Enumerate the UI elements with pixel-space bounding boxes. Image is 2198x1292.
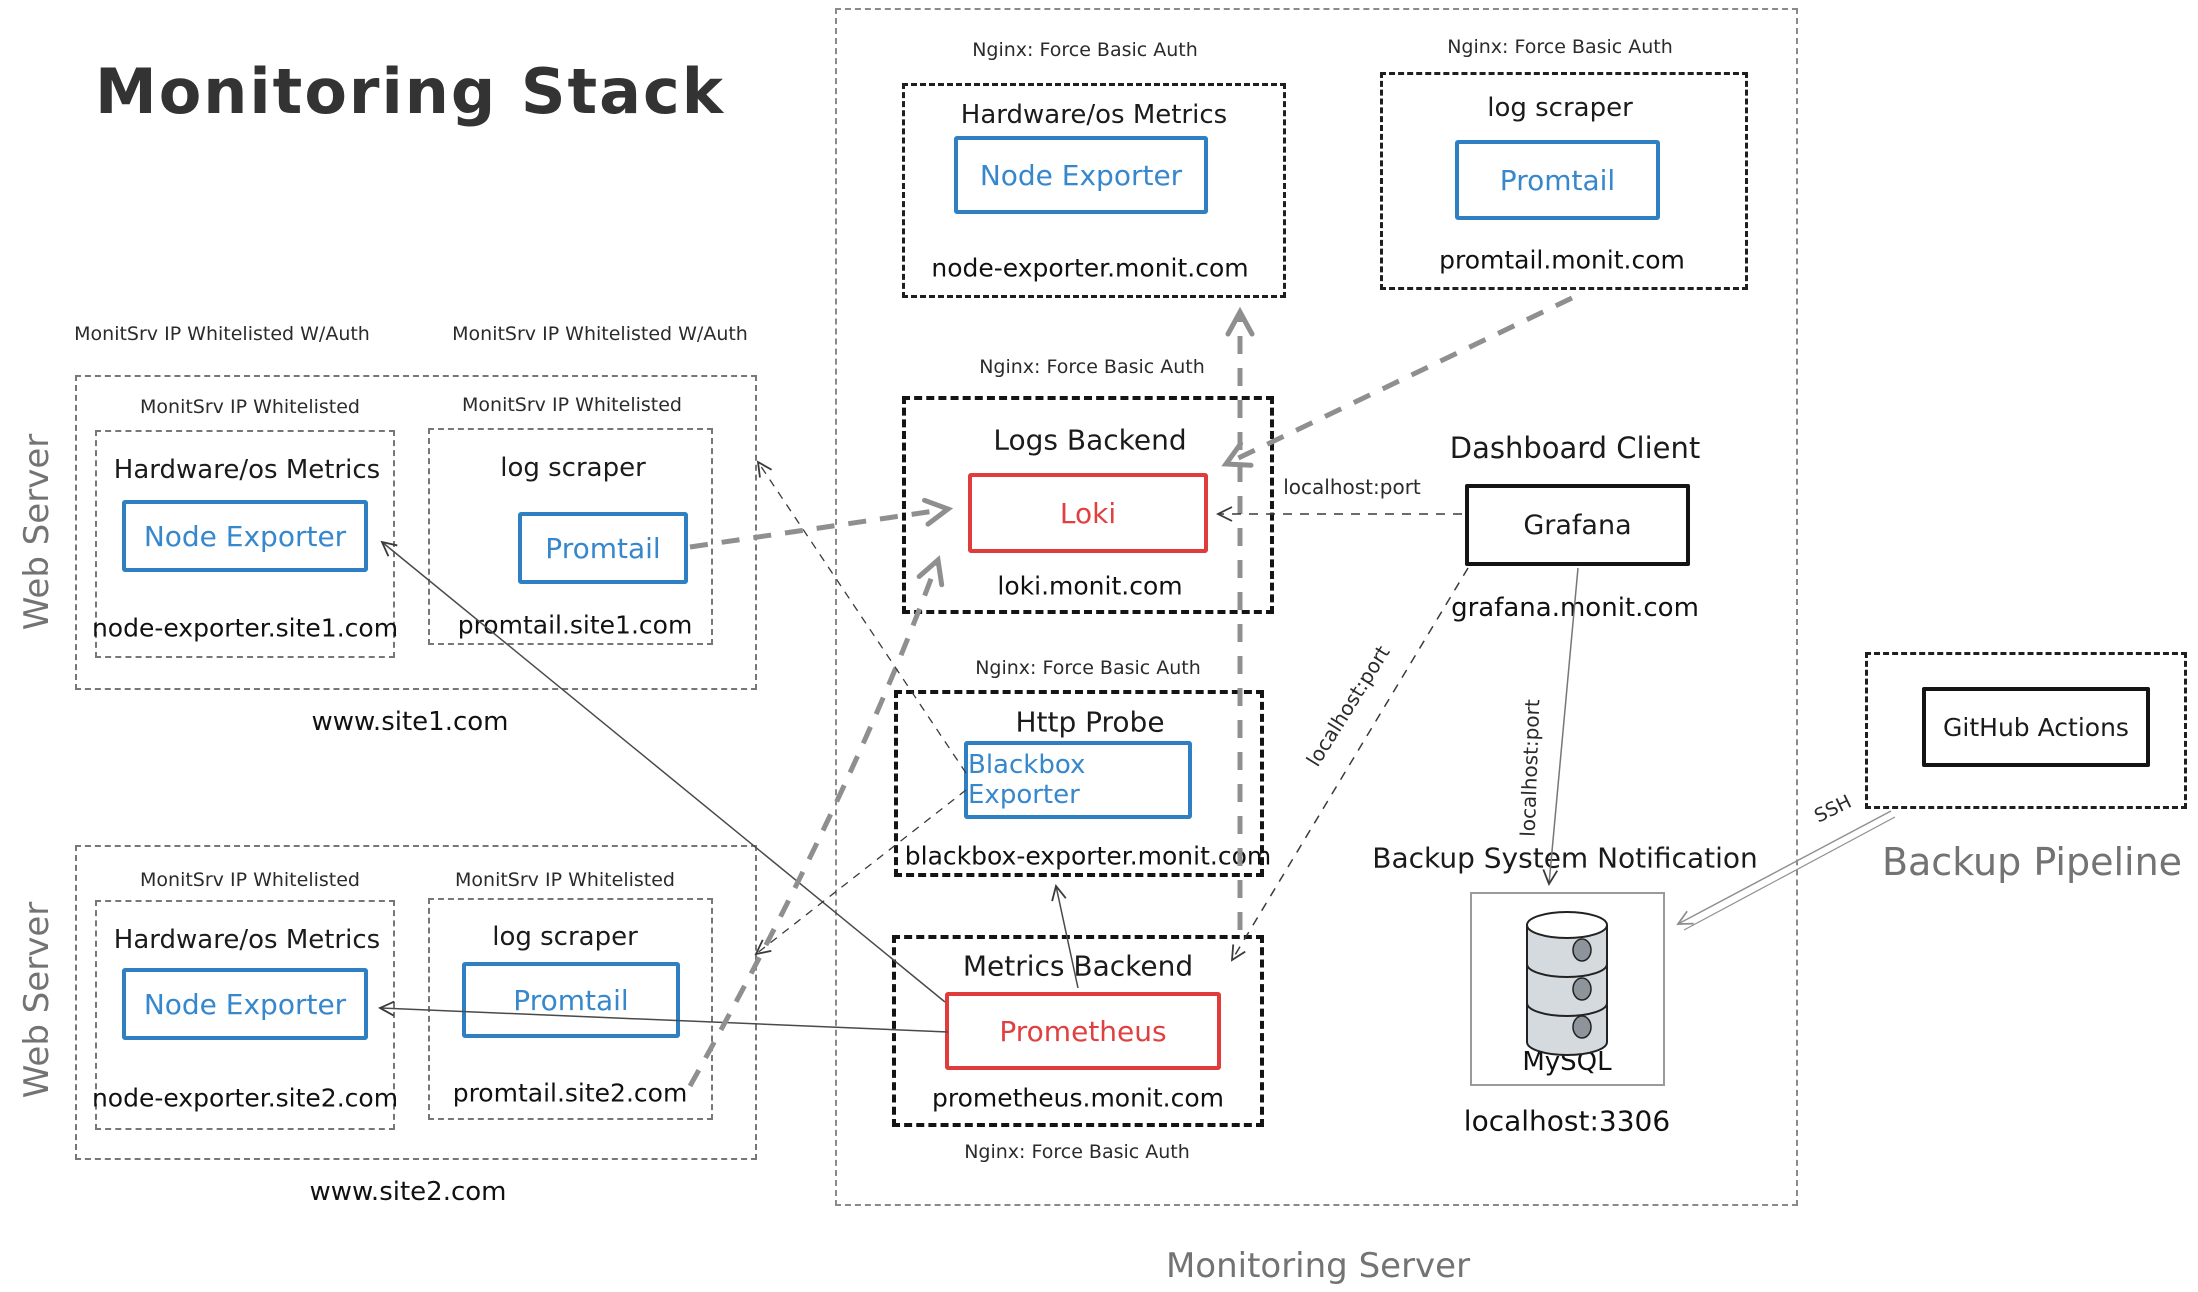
promtail-site2-label: Promtail [513, 983, 629, 1017]
domain-promtail-monit: promtail.monit.com [1439, 245, 1685, 275]
role-logs-backend: Logs Backend [993, 423, 1187, 457]
backup-pipeline-label: Backup Pipeline [1881, 840, 2183, 884]
node-exporter-site1-label: Node Exporter [143, 519, 347, 553]
auth-label-site1-node: MonitSrv IP Whitelisted W/Auth [74, 323, 370, 345]
node-box-promtail-monit: Promtail [1455, 140, 1660, 220]
node-box-promtail-site2: Promtail [462, 962, 680, 1038]
role-monit-promtail: log scraper [1487, 93, 1633, 123]
auth-label-loki: Nginx: Force Basic Auth [979, 356, 1205, 378]
domain-promtail-site1: promtail.site1.com [457, 610, 693, 640]
edge-label-grafana-mysql: localhost:port [1515, 698, 1545, 838]
node-box-promtail-site1: Promtail [518, 512, 688, 584]
mysql-address: localhost:3306 [1463, 1104, 1671, 1138]
domain-node-exporter-monit: node-exporter.monit.com [931, 253, 1249, 283]
domain-blackbox-exporter: blackbox-exporter.monit.com [904, 841, 1272, 871]
auth-label-site1-promtail: MonitSrv IP Whitelisted W/Auth [452, 323, 748, 345]
loki-label: Loki [1059, 496, 1117, 530]
monitoring-server-label: Monitoring Server [1165, 1246, 1471, 1286]
auth-label-blackbox: Nginx: Force Basic Auth [975, 657, 1201, 679]
page-title: Monitoring Stack [95, 55, 725, 128]
whitelist-label-site2-promtail: MonitSrv IP Whitelisted [455, 869, 675, 891]
node-box-node-exporter-monit: Node Exporter [954, 136, 1208, 214]
site-domain-site2: www.site2.com [309, 1177, 507, 1207]
node-box-prometheus: Prometheus [945, 992, 1221, 1070]
node-exporter-site2-label: Node Exporter [143, 987, 347, 1021]
role-site1-node: Hardware/os Metrics [113, 455, 381, 485]
role-http-probe: Http Probe [1015, 705, 1165, 739]
domain-prometheus: prometheus.monit.com [931, 1083, 1225, 1113]
edge-label-ssh: SSH [1810, 790, 1856, 828]
domain-promtail-site2: promtail.site2.com [452, 1078, 688, 1108]
backup-system-title: Backup System Notification [1372, 841, 1758, 875]
grafana-label: Grafana [1523, 509, 1632, 541]
node-box-grafana: Grafana [1465, 484, 1690, 566]
web-server-label-site2: Web Server [17, 901, 57, 1099]
auth-label-monit-node: Nginx: Force Basic Auth [972, 39, 1198, 61]
dashboard-client-title: Dashboard Client [1449, 431, 1701, 465]
role-site2-promtail: log scraper [492, 922, 638, 952]
promtail-site1-label: Promtail [545, 531, 661, 565]
node-box-mysql [1470, 892, 1665, 1086]
auth-label-monit-promtail: Nginx: Force Basic Auth [1447, 36, 1673, 58]
node-exporter-monit-label: Node Exporter [979, 158, 1183, 192]
domain-loki: loki.monit.com [997, 571, 1183, 601]
domain-node-exporter-site1: node-exporter.site1.com [91, 613, 399, 643]
node-box-github-actions: GitHub Actions [1922, 687, 2150, 767]
domain-node-exporter-site2: node-exporter.site2.com [91, 1083, 399, 1113]
node-box-node-exporter-site2: Node Exporter [122, 968, 368, 1040]
edge-label-grafana-loki: localhost:port [1283, 475, 1421, 499]
web-server-label-site1: Web Server [17, 433, 57, 631]
site-domain-site1: www.site1.com [311, 707, 509, 737]
mysql-label: MySQL [1522, 1047, 1612, 1077]
promtail-monit-label: Promtail [1499, 163, 1616, 197]
auth-label-prometheus: Nginx: Force Basic Auth [964, 1141, 1190, 1163]
group-backup-pipeline [1865, 652, 2187, 809]
github-actions-label: GitHub Actions [1943, 712, 2129, 742]
domain-grafana: grafana.monit.com [1451, 593, 1699, 623]
whitelist-label-site2-node: MonitSrv IP Whitelisted [140, 869, 360, 891]
role-monit-node: Hardware/os Metrics [960, 100, 1228, 130]
prometheus-label: Prometheus [999, 1014, 1167, 1048]
role-metrics-backend: Metrics Backend [962, 949, 1194, 983]
node-box-blackbox-exporter: Blackbox Exporter [964, 741, 1192, 819]
node-box-loki: Loki [968, 473, 1208, 553]
node-box-node-exporter-site1: Node Exporter [122, 500, 368, 572]
whitelist-label-site1-promtail: MonitSrv IP Whitelisted [462, 394, 682, 416]
group-monit-promtail [1380, 72, 1748, 290]
group-monit-node-exporter [902, 83, 1286, 298]
role-site1-promtail: log scraper [500, 453, 646, 483]
blackbox-exporter-label: Blackbox Exporter [968, 750, 1086, 810]
whitelist-label-site1-node: MonitSrv IP Whitelisted [140, 396, 360, 418]
role-site2-node: Hardware/os Metrics [113, 925, 381, 955]
